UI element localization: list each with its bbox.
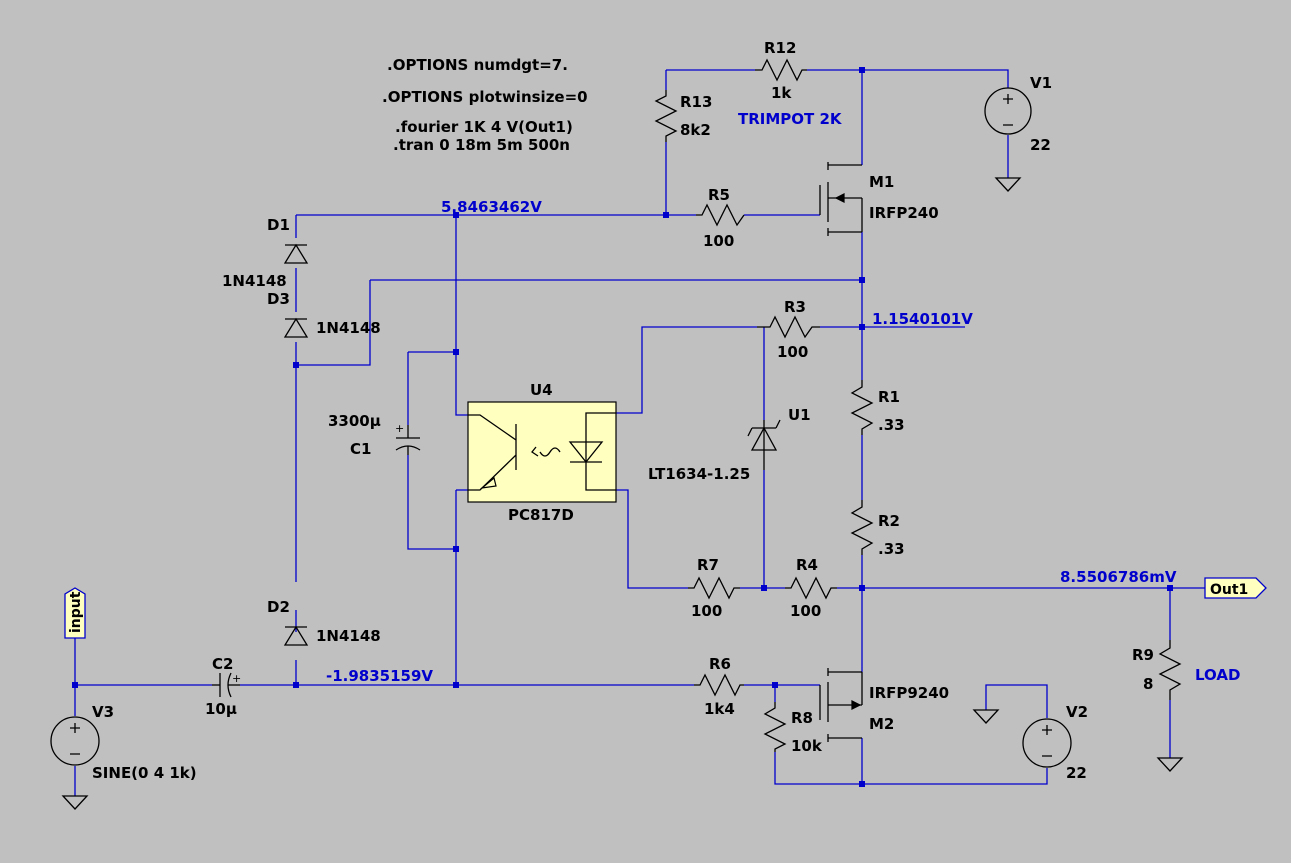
r6-value: 1k4 xyxy=(704,700,735,718)
directive-tran: .tran 0 18m 5m 500n xyxy=(393,136,570,154)
resistor-r9[interactable] xyxy=(1158,640,1182,700)
d1-value: 1N4148 xyxy=(222,272,287,290)
ground-icon xyxy=(61,795,89,810)
mosfet-m1[interactable] xyxy=(819,162,863,236)
zener-reference-u1[interactable] xyxy=(747,419,781,470)
port-input[interactable]: input xyxy=(64,587,86,639)
c1-name: C1 xyxy=(350,440,371,458)
m2-name: M2 xyxy=(869,715,894,733)
m1-name: M1 xyxy=(869,173,894,191)
r7-name: R7 xyxy=(697,556,719,574)
voltage-source-v2[interactable] xyxy=(1022,718,1072,768)
r12-value: 1k xyxy=(771,84,792,102)
node-voltage-top: 5.8463462V xyxy=(441,198,542,216)
ground-icon xyxy=(994,177,1022,192)
u1-name: U1 xyxy=(788,406,811,424)
svg-text:+: + xyxy=(232,672,241,685)
m1-value: IRFP240 xyxy=(869,204,939,222)
resistor-r12[interactable] xyxy=(755,58,807,82)
r7-value: 100 xyxy=(691,602,722,620)
u1-value: LT1634-1.25 xyxy=(648,465,750,483)
node-voltage-mid: 1.1540101V xyxy=(872,310,973,328)
diode-d2[interactable] xyxy=(283,625,309,646)
voltage-source-v3[interactable] xyxy=(50,716,100,766)
r12-name: R12 xyxy=(764,39,796,57)
r9-value: 8 xyxy=(1143,675,1153,693)
c2-name: C2 xyxy=(212,655,233,673)
resistor-r1[interactable] xyxy=(850,380,874,435)
c2-value: 10µ xyxy=(205,700,237,718)
capacitor-c2[interactable]: + xyxy=(212,672,241,698)
mosfet-m2[interactable] xyxy=(819,668,863,742)
port-out1[interactable]: Out1 xyxy=(1204,577,1267,599)
junction-dots xyxy=(72,67,1173,787)
resistor-r3[interactable] xyxy=(757,315,820,339)
v2-value: 22 xyxy=(1066,764,1087,782)
svg-text:input: input xyxy=(68,591,84,633)
diode-d1[interactable] xyxy=(283,243,309,264)
r1-value: .33 xyxy=(878,416,905,434)
r2-name: R2 xyxy=(878,512,900,530)
u4-name: U4 xyxy=(530,381,553,399)
r3-name: R3 xyxy=(784,298,806,316)
d3-name: D3 xyxy=(267,290,290,308)
svg-text:Out1: Out1 xyxy=(1210,582,1248,598)
r2-value: .33 xyxy=(878,540,905,558)
resistor-r5[interactable] xyxy=(696,203,745,227)
optocoupler-u4[interactable] xyxy=(467,401,617,503)
c1-value: 3300µ xyxy=(328,412,381,430)
r8-name: R8 xyxy=(791,709,813,727)
d2-name: D2 xyxy=(267,598,290,616)
resistor-r4[interactable] xyxy=(785,576,837,600)
resistor-r13[interactable] xyxy=(654,90,678,142)
component-labels: R12 1k R13 8k2 V1 22 M1 IRFP240 R5 100 D… xyxy=(92,39,1154,782)
r8-value: 10k xyxy=(791,737,823,755)
u4-value: PC817D xyxy=(508,506,574,524)
resistor-r6[interactable] xyxy=(694,673,744,697)
ground-icon xyxy=(1156,757,1184,772)
node-voltage-bottom: -1.9835159V xyxy=(326,667,433,685)
r3-value: 100 xyxy=(777,343,808,361)
d3-value: 1N4148 xyxy=(316,319,381,337)
resistor-r2[interactable] xyxy=(850,500,874,555)
r9-name: R9 xyxy=(1132,646,1154,664)
r6-name: R6 xyxy=(709,655,731,673)
m2-value: IRFP9240 xyxy=(869,684,949,702)
v2-name: V2 xyxy=(1066,703,1088,721)
r4-value: 100 xyxy=(790,602,821,620)
spice-directives: .OPTIONS numdgt=7. .OPTIONS plotwinsize=… xyxy=(382,56,588,154)
diode-d3[interactable] xyxy=(283,317,309,338)
r13-value: 8k2 xyxy=(680,121,711,139)
voltage-source-v1[interactable] xyxy=(984,87,1032,135)
directive-fourier: .fourier 1K 4 V(Out1) xyxy=(395,118,573,136)
ground-icon xyxy=(972,709,1000,724)
v3-name: V3 xyxy=(92,703,114,721)
note-trimpot: TRIMPOT 2K xyxy=(738,110,843,128)
r5-name: R5 xyxy=(708,186,730,204)
note-load: LOAD xyxy=(1195,666,1240,684)
wires xyxy=(74,69,1205,796)
v3-value: SINE(0 4 1k) xyxy=(92,764,197,782)
v1-value: 22 xyxy=(1030,136,1051,154)
r4-name: R4 xyxy=(796,556,818,574)
r5-value: 100 xyxy=(703,232,734,250)
svg-text:+: + xyxy=(395,422,404,435)
capacitor-c1[interactable]: + xyxy=(395,422,421,455)
v1-name: V1 xyxy=(1030,74,1052,92)
r13-name: R13 xyxy=(680,93,712,111)
directive-numdgt: .OPTIONS numdgt=7. xyxy=(387,56,568,74)
r1-name: R1 xyxy=(878,388,900,406)
d1-name: D1 xyxy=(267,216,290,234)
directive-plotwinsize: .OPTIONS plotwinsize=0 xyxy=(382,88,588,106)
resistor-r7[interactable] xyxy=(688,576,740,600)
d2-value: 1N4148 xyxy=(316,627,381,645)
node-voltage-out: 8.5506786mV xyxy=(1060,568,1177,586)
resistor-r8[interactable] xyxy=(763,702,787,752)
